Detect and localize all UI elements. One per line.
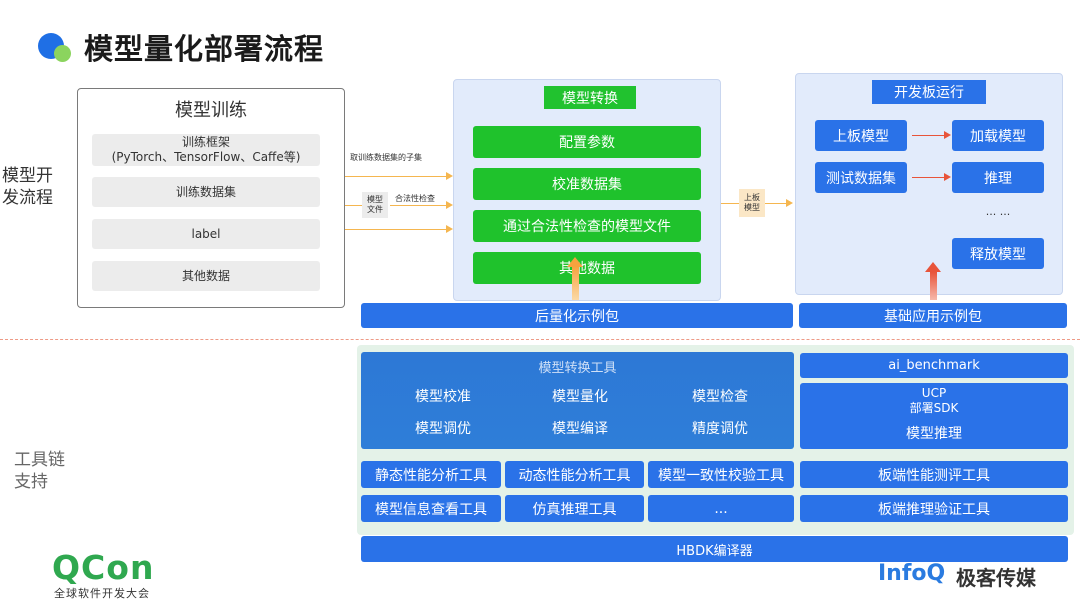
dynamic-perf-tool: 动态性能分析工具 [505, 461, 644, 488]
tool-calibration: 模型校准 [415, 389, 471, 405]
qcon-subtitle: 全球软件开发大会 [54, 587, 150, 600]
static-perf-tool: 静态性能分析工具 [361, 461, 501, 488]
post-quant-example-bar: 后量化示例包 [361, 303, 793, 328]
page-title: 模型量化部署流程 [84, 32, 325, 66]
model-file-badge: 模型 文件 [362, 192, 388, 218]
hbdk-compiler-bar: HBDK编译器 [361, 536, 1068, 562]
basic-app-example-bar: 基础应用示例包 [799, 303, 1067, 328]
infoq-logo: InfoQ [878, 561, 946, 586]
calib-dataset-box: 校准数据集 [473, 168, 701, 200]
infoq-cn-name: 极客传媒 [956, 566, 1036, 590]
board-inference-verify-tool: 板端推理验证工具 [800, 495, 1068, 522]
ellipsis-text: ... ... [985, 204, 1011, 218]
training-title: 模型训练 [175, 100, 247, 121]
model-inference-text: 模型推理 [906, 426, 962, 442]
check-label: 合法性检查 [395, 194, 435, 203]
conversion-tools-title: 模型转换工具 [538, 360, 617, 376]
up-red-arrow-shaft [930, 272, 937, 300]
consistency-check-tool: 模型一致性校验工具 [648, 461, 794, 488]
arrow-head-icon [446, 225, 453, 233]
label-item: label [92, 219, 320, 249]
arrow-line [765, 203, 787, 204]
device-header: 开发板运行 [872, 80, 986, 104]
dev-flow-label: 模型开发流程 [2, 166, 53, 208]
training-framework-item: 训练框架 (PyTorch、TensorFlow、Caffe等) [92, 134, 320, 166]
section-divider [0, 339, 1080, 340]
board-model-box: 上板模型 [815, 120, 907, 151]
conversion-other-data-box: 其他数据 [473, 252, 701, 284]
ai-benchmark-box: ai_benchmark [800, 353, 1068, 378]
arrow-line [345, 176, 446, 177]
conversion-tools-panel [361, 352, 794, 449]
test-dataset-box: 测试数据集 [815, 162, 907, 193]
tool-quantization: 模型量化 [552, 389, 608, 405]
board-perf-eval-tool: 板端性能测评工具 [800, 461, 1068, 488]
model-info-tool: 模型信息查看工具 [361, 495, 501, 522]
red-arrow-line [912, 177, 945, 178]
board-model-badge: 上板 模型 [739, 189, 765, 217]
tool-model-tuning: 模型调优 [415, 421, 471, 437]
conversion-header: 模型转换 [544, 86, 636, 109]
more-tools: ... [648, 495, 794, 522]
other-data-item: 其他数据 [92, 261, 320, 291]
ucp-sdk-text: UCP 部署SDK [909, 386, 959, 415]
arrow-head-icon [786, 199, 793, 207]
arrow-line [721, 203, 739, 204]
up-arrow-icon [567, 257, 583, 267]
config-params-box: 配置参数 [473, 126, 701, 158]
qcon-logo: QCon [52, 548, 155, 587]
load-model-box: 加载模型 [952, 120, 1044, 151]
sim-inference-tool: 仿真推理工具 [505, 495, 644, 522]
tool-compile: 模型编译 [552, 421, 608, 437]
arrow-line [345, 229, 446, 230]
ucp-panel [800, 383, 1068, 449]
arrow-head-icon [446, 201, 453, 209]
subset-label: 取训练数据集的子集 [350, 153, 422, 162]
tool-model-check: 模型检查 [692, 389, 748, 405]
checked-model-file-box: 通过合法性检查的模型文件 [473, 210, 701, 242]
up-arrow-shaft [572, 266, 579, 300]
inference-box: 推理 [952, 162, 1044, 193]
tool-precision-tuning: 精度调优 [692, 421, 748, 437]
release-model-box: 释放模型 [952, 238, 1044, 269]
up-red-arrow-icon [925, 262, 941, 272]
toolchain-label: 工具链支持 [14, 450, 65, 492]
training-dataset-item: 训练数据集 [92, 177, 320, 207]
arrow-line [390, 205, 446, 206]
red-arrow-line [912, 135, 945, 136]
arrow-head-icon [446, 172, 453, 180]
arrow-line [345, 205, 362, 206]
red-arrow-head-icon [944, 131, 951, 139]
red-arrow-head-icon [944, 173, 951, 181]
logo-green-circle-icon [54, 45, 71, 62]
